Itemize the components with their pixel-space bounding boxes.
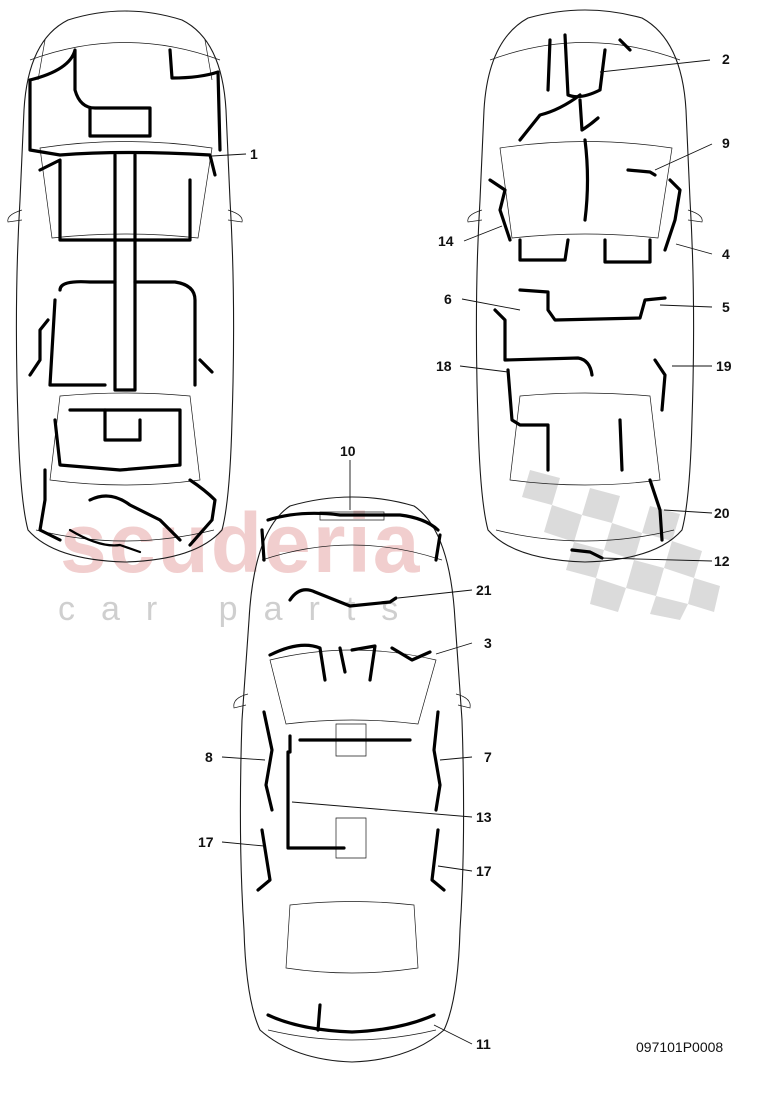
callout-13: 13 [476,809,492,825]
callout-2: 2 [722,51,730,67]
callout-21: 21 [476,582,492,598]
callout-labels: 1 2 9 14 4 6 5 18 19 20 12 10 21 3 8 7 1… [198,51,732,1052]
document-id: 097101P0008 [636,1039,723,1055]
callout-3: 3 [484,635,492,651]
callout-17-left: 17 [198,834,214,850]
callout-19: 19 [716,358,732,374]
callout-11: 11 [476,1036,491,1052]
callout-7: 7 [484,749,492,765]
callout-18: 18 [436,358,452,374]
car-view-interior-harness [7,10,247,563]
callout-8: 8 [205,749,213,765]
callout-12: 12 [714,553,730,569]
checkered-flag-icon [522,470,720,620]
car-view-seat-door-harness [459,9,713,563]
callout-20: 20 [714,505,730,521]
callout-6: 6 [444,291,452,307]
callout-17-right: 17 [476,863,492,879]
callout-14: 14 [438,233,454,249]
car-view-dash-roof-harness [221,460,473,1063]
watermark-tagline: car parts [58,590,424,628]
watermark: scuderia car parts [58,470,720,628]
callout-1: 1 [250,146,258,162]
callout-10: 10 [340,443,356,459]
watermark-brand: scuderia [60,496,422,590]
callout-4: 4 [722,246,730,262]
callout-5: 5 [722,299,730,315]
callout-9: 9 [722,135,730,151]
